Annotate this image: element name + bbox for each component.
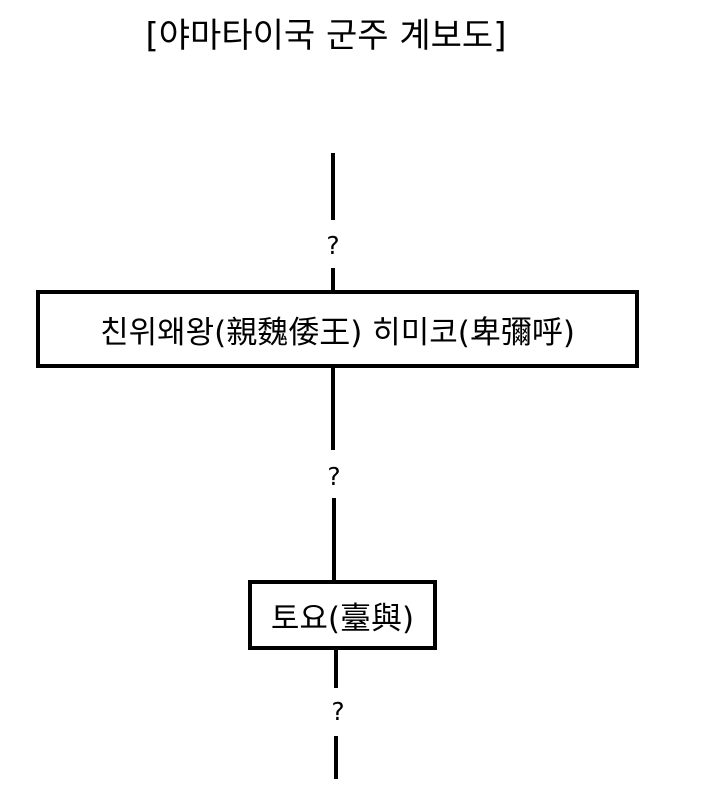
ruler-name-himiko: 친위왜왕(親魏倭王) 히미코(卑彌呼) bbox=[100, 314, 575, 351]
lineage-line-bottom-upper bbox=[334, 650, 338, 688]
lineage-line-top-lower bbox=[331, 268, 335, 292]
unknown-connector-3: ? bbox=[318, 697, 358, 727]
ruler-name-toyo: 토요(臺與) bbox=[270, 600, 415, 637]
lineage-line-bottom-lower bbox=[334, 736, 338, 779]
ruler-box-toyo: 토요(臺與) bbox=[248, 580, 437, 650]
ruler-box-himiko: 친위왜왕(親魏倭王) 히미코(卑彌呼) bbox=[36, 290, 639, 368]
unknown-connector-1: ? bbox=[313, 231, 353, 261]
unknown-connector-2: ? bbox=[314, 462, 354, 492]
lineage-line-middle-lower bbox=[332, 498, 336, 582]
lineage-line-middle-upper bbox=[331, 368, 335, 450]
lineage-line-top-upper bbox=[331, 153, 335, 220]
diagram-title: [야마타이국 군주 계보도] bbox=[145, 16, 507, 56]
